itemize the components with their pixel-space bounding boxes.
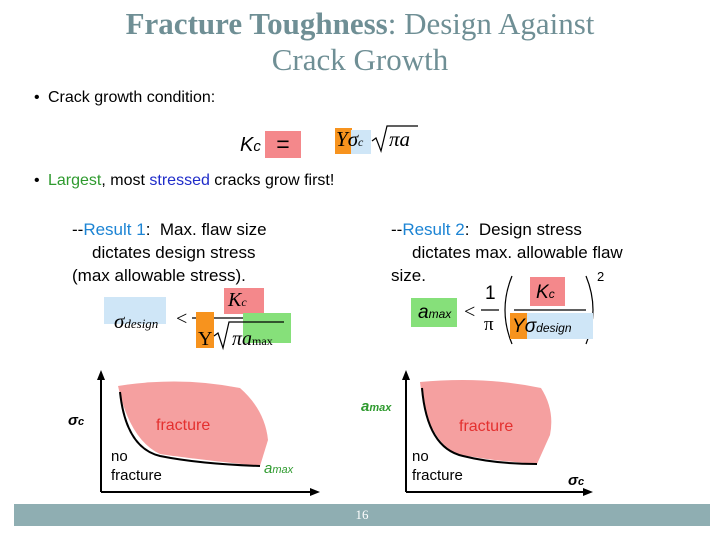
result2-line2: dictates max. allowable flaw — [412, 243, 623, 262]
page-number: 16 — [355, 507, 369, 522]
graph1-fracture-label: fracture — [156, 417, 211, 434]
title-bold: Fracture Toughness — [125, 6, 388, 41]
slide-title: Fracture Toughness: Design Against Crack… — [0, 6, 720, 78]
title-line2: Crack Growth — [271, 42, 449, 77]
graph2-plot — [402, 370, 593, 496]
graph2-x-arrow — [583, 488, 593, 496]
graph1-xlabel: amax — [264, 460, 294, 477]
formula1-denominator: πamax — [232, 328, 273, 350]
formula2-numerator: Kc — [536, 282, 555, 303]
formula2-one: 1 — [485, 283, 496, 304]
graph1-boundary-curve — [119, 391, 261, 467]
graph2-no-label: no — [412, 448, 429, 465]
formula2-pi: π — [484, 314, 494, 335]
graph1-plot — [97, 370, 320, 496]
formula2-exponent: 2 — [597, 269, 605, 284]
formula2-frac-bar-1 — [481, 309, 499, 311]
graph1-fracture-region — [118, 381, 268, 466]
result1-line1: --Result 1: Max. flaw size — [72, 220, 267, 239]
formula1-sqrt — [213, 321, 284, 351]
sqrt-sign — [371, 125, 418, 154]
y-orange-box-3 — [510, 313, 527, 339]
graph2-y-arrow — [402, 370, 410, 380]
kc-pink-box — [224, 288, 264, 314]
graph1-nofracture-label: fracture — [111, 467, 162, 484]
graph2-boundary-curve — [421, 387, 538, 465]
graph2-xlabel: σc — [568, 472, 585, 489]
formula1-y: Y — [198, 328, 213, 350]
sqrt-content: πa — [389, 127, 411, 151]
graph2-fracture-label: fracture — [459, 418, 514, 435]
title-rest: : Design Against — [387, 6, 595, 41]
condition-rhs: Yσc — [336, 127, 364, 151]
graph2-ylabel: amax — [361, 398, 392, 415]
kc-symbol: Kc — [240, 134, 261, 156]
formula1-lt: < — [176, 308, 188, 330]
sigma-design-box-2 — [527, 313, 593, 339]
y-orange-box-2 — [196, 312, 214, 348]
graph1-x-arrow — [310, 488, 320, 496]
formula2-denominator: Yσdesign — [512, 316, 572, 337]
formula1-numerator: Kc — [228, 289, 247, 311]
bullet-growth-condition: • Crack growth condition: — [34, 89, 216, 106]
bullet-largest-stressed: • Largest, most stressed cracks grow fir… — [34, 172, 335, 189]
result2-line1: --Result 2: Design stress — [391, 220, 582, 239]
y-orange-box — [335, 128, 352, 154]
kc-pink-box-2 — [530, 277, 565, 306]
graph1-ylabel: σc — [68, 412, 85, 429]
sigma-design: σdesign — [114, 309, 159, 333]
graph1-no-label: no — [111, 448, 128, 465]
formula2-lt: < — [464, 301, 476, 323]
result1-line2: dictates design stress — [92, 243, 256, 262]
result2-line3: size. — [391, 266, 426, 285]
graph2-fracture-region — [420, 380, 552, 464]
graph2-nofracture-label: fracture — [412, 467, 463, 484]
sigma-design-box — [104, 297, 166, 324]
formula2-amax: amax — [418, 302, 452, 323]
amax-green-box-2 — [411, 298, 457, 327]
amax-green-box — [243, 313, 291, 343]
footer-bar: 16 — [14, 504, 710, 526]
graph1-y-arrow — [97, 370, 105, 380]
sigma-blue-box — [351, 130, 371, 154]
equals-box: = — [265, 131, 301, 158]
bullet-text: Crack growth condition: — [48, 89, 216, 106]
result1-line3: (max allowable stress). — [72, 266, 246, 285]
